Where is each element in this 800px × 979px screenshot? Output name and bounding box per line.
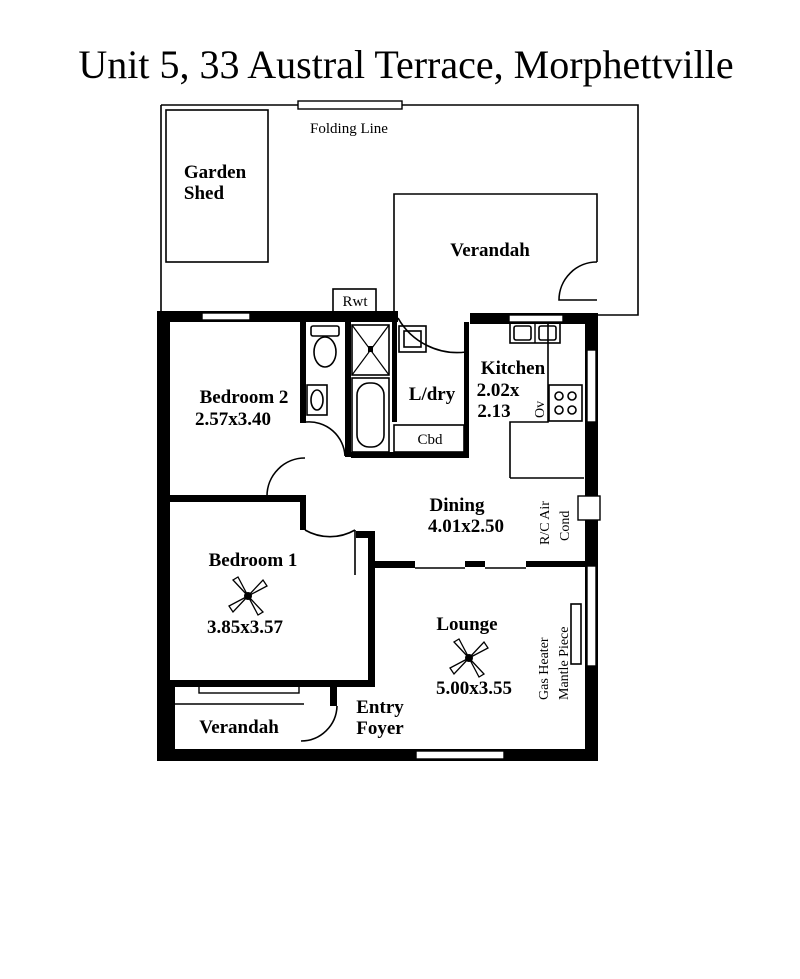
bedroom1-dim: 3.85x3.57 xyxy=(207,617,284,638)
page-title: Unit 5, 33 Austral Terrace, Morphettvill… xyxy=(78,42,733,87)
garden-shed xyxy=(165,109,269,263)
windows xyxy=(198,312,597,760)
bedroom1-label: Bedroom 1 xyxy=(209,550,298,571)
mantle-piece xyxy=(570,603,582,665)
lounge-label: Lounge xyxy=(436,614,497,635)
ceiling-fan-icon xyxy=(449,638,489,678)
air-cond-label-2: Cond xyxy=(558,511,573,541)
bedroom2-dim: 2.57x3.40 xyxy=(195,409,271,430)
kitchen-dim-2: 2.13 xyxy=(477,401,510,422)
kitchen-bench xyxy=(509,322,549,478)
sink-icon xyxy=(306,384,328,416)
bathroom-door-swing xyxy=(305,421,346,457)
laundry-label: L/dry xyxy=(409,384,456,405)
folding-line-label: Folding Line xyxy=(310,121,388,137)
garden-shed-label-1: Garden xyxy=(184,162,247,183)
rear-verandah-outline xyxy=(393,193,598,312)
garden-shed-label-2: Shed xyxy=(184,183,225,204)
mantle-piece-label: Mantle Piece xyxy=(557,627,572,700)
oven-label: Ov xyxy=(533,401,548,418)
dining-dim: 4.01x2.50 xyxy=(428,516,504,537)
lounge-dim: 5.00x3.55 xyxy=(436,678,512,699)
bedroom1-door-swing xyxy=(304,529,356,575)
laundry-tub-icon xyxy=(398,325,427,353)
foyer-label: Foyer xyxy=(356,718,404,739)
interior-walls xyxy=(168,322,585,756)
air-cond-label-1: R/C Air xyxy=(538,501,553,545)
kitchen-dim-1: 2.02x xyxy=(477,380,520,401)
toilet-icon xyxy=(310,325,340,368)
cooktop-icon xyxy=(548,384,583,422)
dining-label: Dining xyxy=(430,495,485,516)
cupboard-label: Cbd xyxy=(417,432,443,448)
air-conditioner xyxy=(577,495,601,521)
ceiling-fan-icon xyxy=(228,576,268,616)
bath-icon xyxy=(351,377,390,453)
bedroom2-door-swing xyxy=(266,457,306,497)
kitchen-label: Kitchen xyxy=(481,358,546,379)
yard-boundary xyxy=(160,100,639,316)
front-verandah-label: Verandah xyxy=(199,717,279,738)
gas-heater-label: Gas Heater xyxy=(537,637,552,700)
rear-verandah-label: Verandah xyxy=(450,240,530,261)
bedroom2-label: Bedroom 2 xyxy=(200,387,289,408)
folding-line-marker xyxy=(297,100,403,110)
cupboard xyxy=(393,424,465,453)
shower-icon xyxy=(351,324,390,376)
entry-label: Entry xyxy=(356,697,404,718)
entry-door-swing xyxy=(300,705,338,742)
rwt-label: Rwt xyxy=(342,294,368,310)
rear-verandah-door-swing xyxy=(558,261,598,301)
